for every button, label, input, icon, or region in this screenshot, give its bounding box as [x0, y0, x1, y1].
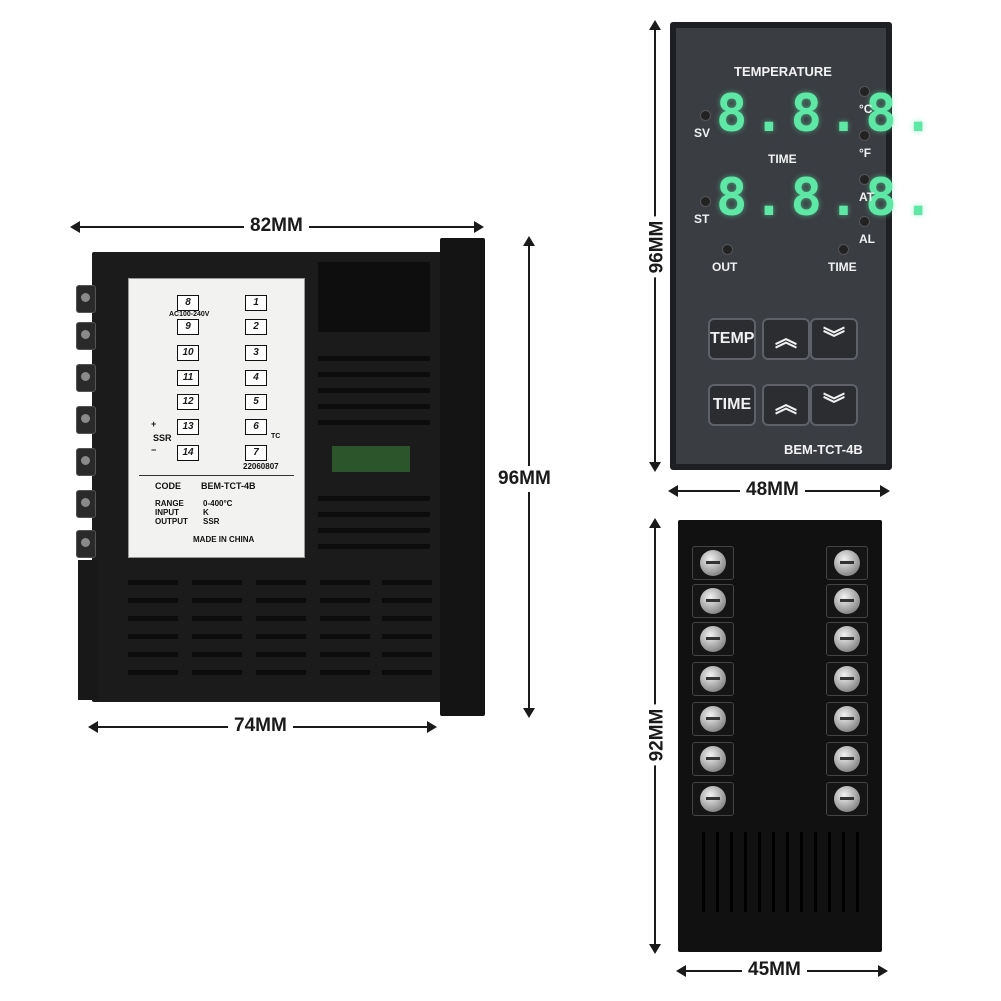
temp-up-button[interactable]: ︽ [762, 318, 810, 360]
out-led [722, 244, 733, 255]
power-label: AC100-240V [169, 311, 210, 318]
pin-7: 7 [245, 445, 267, 461]
side-circuit-board [332, 446, 410, 472]
sv-led [700, 110, 711, 121]
terminal-screw [76, 285, 96, 313]
temp-down-button[interactable]: ︾ [810, 318, 858, 360]
pin-1: 1 [245, 295, 267, 311]
fahrenheit-label: °F [859, 146, 872, 160]
terminal-screw [76, 406, 96, 434]
pin-6: 6 [245, 419, 267, 435]
side-flange [440, 238, 485, 716]
time-mid-label: TIME [768, 152, 797, 166]
al-led [859, 216, 870, 227]
pin-9: 9 [177, 319, 199, 335]
pin-14: 14 [177, 445, 199, 461]
range-label: RANGE [155, 499, 184, 508]
output-value: SSR [203, 517, 220, 526]
input-label: INPUT [155, 508, 179, 517]
side-left-edge [78, 560, 98, 700]
st-label: ST [694, 212, 710, 226]
time-down-button[interactable]: ︾ [810, 384, 858, 426]
tc-label: TC [271, 433, 281, 440]
fahrenheit-led [859, 130, 870, 141]
terminal-screw [826, 662, 868, 696]
terminal-screw [692, 662, 734, 696]
terminal-screw [692, 622, 734, 656]
dim-label-92mm: 92MM [646, 704, 669, 766]
output-label: OUTPUT [155, 517, 188, 526]
dim-label-45mm: 45MM [742, 959, 807, 981]
rear-body [678, 520, 882, 952]
label-divider [139, 475, 294, 476]
terminal-screw [692, 782, 734, 816]
front-panel: TEMPERATURE SV 8.8.8. °C °F TIME ST 8.8.… [670, 22, 934, 470]
pin-4: 4 [245, 370, 267, 386]
st-led [700, 196, 711, 207]
terminal-screw [826, 702, 868, 736]
minus-sign: − [151, 445, 157, 455]
pin-3: 3 [245, 345, 267, 361]
display-bottom: 8.8.8. [716, 168, 940, 228]
terminal-screw [826, 622, 868, 656]
wiring-label: 8 AC100-240V 9 10 11 12 + 13 SSR − 14 1 … [128, 278, 305, 558]
dim-label-82mm: 82MM [244, 215, 309, 237]
terminal-screw [826, 782, 868, 816]
code-value: BEM-TCT-4B [201, 481, 256, 491]
panel-title: TEMPERATURE [734, 64, 832, 79]
out-label: OUT [712, 260, 738, 274]
dim-label-74mm: 74MM [228, 715, 293, 737]
side-window [318, 262, 430, 332]
serial-number: 22060807 [243, 462, 279, 471]
time-button[interactable]: TIME [708, 384, 756, 426]
terminal-screw [826, 546, 868, 580]
time-led [838, 244, 849, 255]
terminal-screw [692, 546, 734, 580]
pin-13: 13 [177, 419, 199, 435]
terminal-screw [692, 584, 734, 618]
al-label: AL [859, 232, 875, 246]
temp-button[interactable]: TEMP [708, 318, 756, 360]
ssr-label: SSR [153, 433, 172, 443]
made-in-label: MADE IN CHINA [193, 535, 255, 544]
at-label: AT [859, 190, 875, 204]
time-led-label: TIME [828, 260, 857, 274]
at-led [859, 174, 870, 185]
pin-11: 11 [177, 370, 199, 386]
sv-label: SV [694, 126, 711, 140]
terminal-screw [826, 584, 868, 618]
dim-label-96mm-front: 96MM [646, 216, 669, 278]
terminal-screw [692, 702, 734, 736]
pin-2: 2 [245, 319, 267, 335]
terminal-screw [76, 530, 96, 558]
range-value: 0-400°C [203, 499, 233, 508]
pin-5: 5 [245, 394, 267, 410]
pin-10: 10 [177, 345, 199, 361]
plus-sign: + [151, 419, 157, 429]
model-label: BEM-TCT-4B [784, 442, 863, 457]
dim-label-48mm: 48MM [740, 479, 805, 501]
code-label: CODE [155, 481, 182, 491]
pin-12: 12 [177, 394, 199, 410]
terminal-screw [826, 742, 868, 776]
terminal-screw [76, 364, 96, 392]
terminal-screw [692, 742, 734, 776]
celsius-label: °C [859, 102, 873, 116]
time-up-button[interactable]: ︽ [762, 384, 810, 426]
display-top: 8.8.8. [716, 84, 940, 144]
terminal-screw [76, 490, 96, 518]
celsius-led [859, 86, 870, 97]
terminal-screw [76, 322, 96, 350]
input-value: K [203, 508, 209, 517]
terminal-screw [76, 448, 96, 476]
dim-label-96mm-side: 96MM [496, 466, 553, 492]
pin-8: 8 [177, 295, 199, 311]
